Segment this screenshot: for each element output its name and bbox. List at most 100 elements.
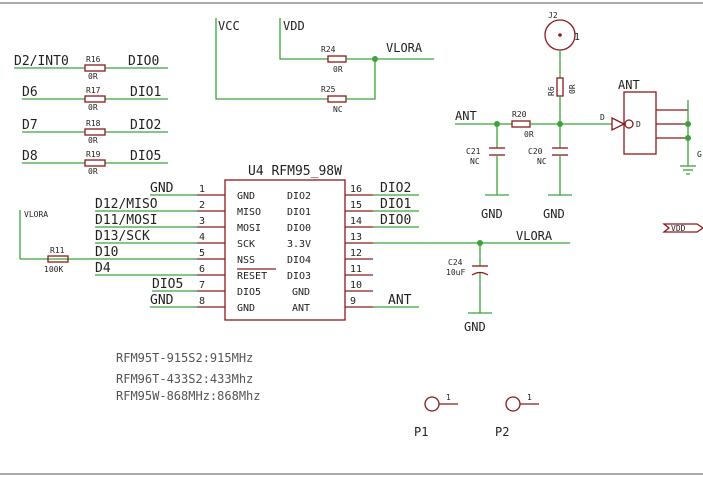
dio-resistor-r16: D2/INT0 R16 0R DIO0 (14, 54, 168, 81)
resistor-value-r6: 0R (568, 84, 577, 94)
capacitor-ref-c24: C24 (448, 258, 463, 267)
chip-right-pin-9: 9 ANT (292, 296, 373, 314)
resistor-ref-r19: R19 (86, 150, 101, 159)
net-label-gnd-1: GND (150, 181, 174, 196)
pin-number-10: 10 (350, 280, 362, 291)
pin-number-12: 12 (350, 248, 362, 259)
net-label-dio1-right: DIO1 (380, 197, 411, 212)
pin-number-6: 6 (199, 264, 205, 275)
pin-name-dio2: DIO2 (287, 191, 311, 202)
dio-resistor-r17: D6 R17 0R DIO1 (22, 85, 168, 112)
capacitor-value-c20: NC (537, 157, 547, 166)
chip-title: U4 RFM95_98W (248, 164, 342, 179)
note-line-2: RFM96T-433S2:433Mhz (116, 372, 253, 386)
net-label-dio5-pin7: DIO5 (152, 277, 183, 292)
pin-number-16: 16 (350, 184, 362, 195)
net-label-vlora-top: VLORA (386, 41, 423, 55)
resistor-ref-r18: R18 (86, 119, 101, 128)
pin-number-3: 3 (199, 216, 205, 227)
dio-resistor-r19: D8 R19 0R DIO5 (22, 149, 168, 176)
frequency-notes: RFM95T-915S2:915MHz RFM96T-433S2:433Mhz … (116, 351, 261, 403)
net-label-dio2-right: DIO2 (380, 181, 411, 196)
rf-section: J2 1 R6 0R ANT R20 0R C21 NC GND C20 NC (455, 11, 702, 221)
chip-right-pin-12: 12 DIO4 (287, 248, 373, 266)
net-label-vcc: VCC (218, 19, 240, 33)
chip-left-pin-2: 2 MISO (197, 200, 261, 218)
net-label-dio1: DIO1 (130, 85, 161, 100)
pin-name-3v3: 3.3V (287, 239, 311, 250)
pin-name-reset: RESET (237, 271, 267, 282)
offpage-connector-label: VDD (671, 224, 686, 233)
net-label-d6: D6 (22, 85, 38, 100)
net-label-vdd: VDD (283, 19, 305, 33)
connector-pin-j2: 1 (574, 32, 580, 43)
chip-right-pin-15: 15 DIO1 (287, 200, 373, 218)
pin-number-14: 14 (350, 216, 362, 227)
pin-name-sck: SCK (237, 239, 255, 250)
net-label-dio0-right: DIO0 (380, 213, 411, 228)
chip-right-pin-11: 11 DIO3 (287, 264, 373, 282)
pin-number-15: 15 (350, 200, 362, 211)
pin-number-9: 9 (350, 296, 356, 307)
pin-number-11: 11 (350, 264, 362, 275)
pin-number-7: 7 (199, 280, 205, 291)
resistor-value-r18: 0R (88, 136, 98, 145)
net-label-dio2: DIO2 (130, 118, 161, 133)
ant-gnd-clipped-label: G (697, 150, 702, 159)
resistor-ref-r11: R11 (50, 246, 65, 255)
resistor-value-r25: NC (333, 105, 343, 114)
net-label-d13-sck: D13/SCK (95, 229, 150, 244)
power-select: VCC VDD R24 0R R25 NC VLORA (215, 18, 434, 114)
gnd-label-c20: GND (543, 207, 565, 221)
net-label-d8: D8 (22, 149, 38, 164)
pin-name-gnd-8: GND (237, 303, 255, 314)
pin-name-dio5: DIO5 (237, 287, 261, 298)
pin-number-4: 4 (199, 232, 205, 243)
offpage-connector-vdd: VDD (662, 223, 703, 233)
chip-right-pin-13: 13 3.3V (287, 232, 373, 250)
resistor-ref-r17: R17 (86, 86, 101, 95)
net-label-d2-int0: D2/INT0 (14, 54, 69, 69)
resistor-value-r19: 0R (88, 167, 98, 176)
chip-left-pin-8: 8 GND (197, 296, 255, 314)
resistor-r25 (327, 95, 347, 103)
chip-left-pin-7: 7 DIO5 (197, 280, 261, 298)
connector-ref-j2: J2 (548, 11, 558, 20)
antenna-connector (623, 91, 657, 155)
chip-right-pin-14: 14 DIO0 (287, 216, 373, 234)
pad-pin-p2: 1 (527, 393, 532, 402)
pin-name-nss: NSS (237, 255, 255, 266)
pin-number-1: 1 (199, 184, 205, 195)
pad-pin-p1: 1 (446, 393, 451, 402)
resistor-ref-r16: R16 (86, 55, 101, 64)
chip-u4: U4 RFM95_98W 1 GND 2 MISO 3 MOSI 4 SCK 5… (197, 164, 373, 321)
pin-number-5: 5 (199, 248, 205, 259)
pin-name-dio3: DIO3 (287, 271, 311, 282)
net-label-d7: D7 (22, 118, 38, 133)
gnd-label-c24: GND (464, 320, 486, 334)
note-line-1: RFM95T-915S2:915MHz (116, 351, 253, 365)
pin-name-mosi: MOSI (237, 223, 261, 234)
resistor-value-r20: 0R (524, 130, 534, 139)
pin-number-13: 13 (350, 232, 362, 243)
pin-name-dio0: DIO0 (287, 223, 311, 234)
capacitor-ref-c21: C21 (466, 147, 481, 156)
junction-vlora-top (372, 56, 378, 62)
ant-pin-d-left: D (600, 113, 605, 122)
pad-label-p1: P1 (414, 425, 428, 439)
resistor-r11 (47, 255, 69, 263)
chip-left-pin-5: 5 NSS (197, 248, 255, 266)
chip-right-pin-16: 16 DIO2 (287, 184, 373, 202)
chip-left-pin-6: 6 RESET (197, 264, 276, 282)
resistor-ref-r6: R6 (547, 86, 556, 96)
pin-name-gnd-1: GND (237, 191, 255, 202)
capacitor-value-c24: 10uF (446, 268, 465, 277)
resistor-r6 (556, 77, 564, 97)
pin-number-2: 2 (199, 200, 205, 211)
pin-name-miso: MISO (237, 207, 261, 218)
capacitor-value-c21: NC (470, 157, 480, 166)
note-line-3: RFM95W-868MHz:868Mhz (116, 389, 261, 403)
net-label-d12-miso: D12/MISO (95, 197, 158, 212)
